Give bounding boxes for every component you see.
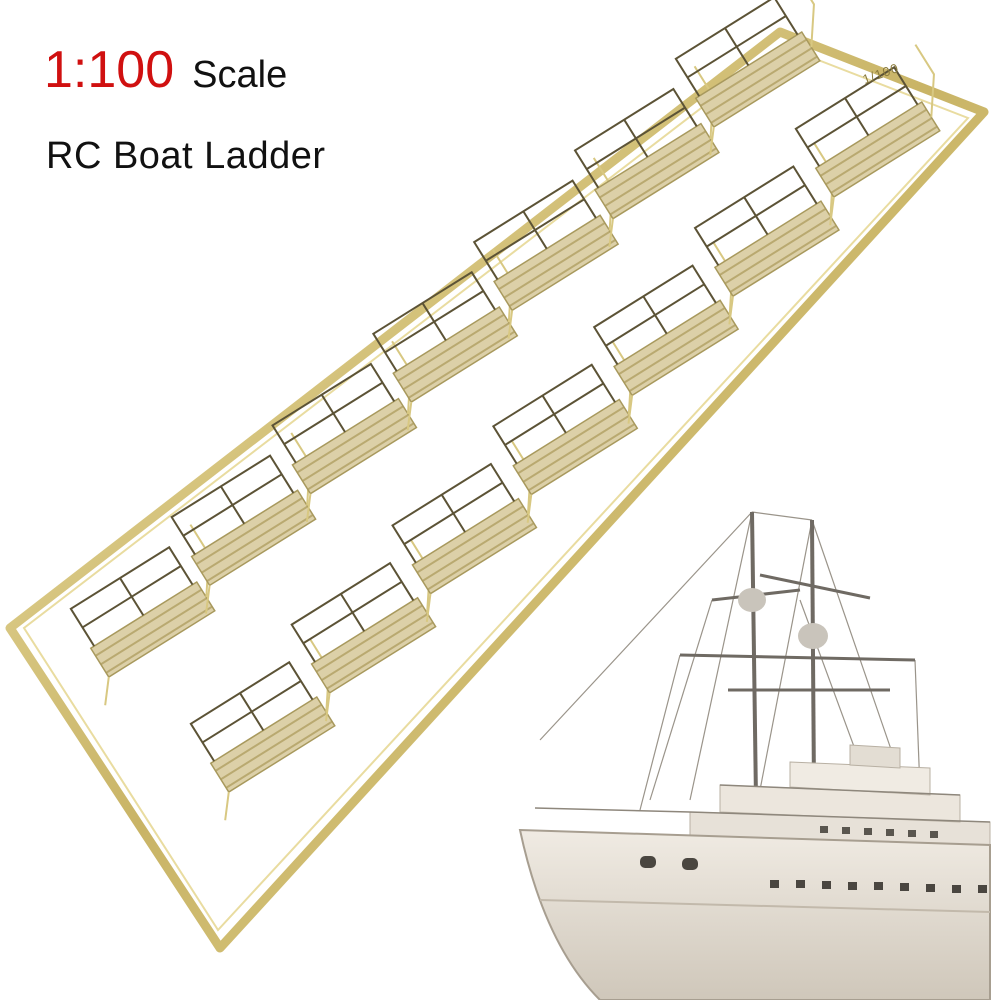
scale-label: Scale xyxy=(192,54,288,96)
ladder-part xyxy=(371,249,519,431)
ladder-part xyxy=(674,0,821,156)
scale-heading: 1:100 Scale xyxy=(44,40,287,100)
ladder-part xyxy=(170,432,317,614)
scale-value: 1:100 xyxy=(44,41,175,99)
ladder-group xyxy=(69,0,941,821)
photo-etch-fret xyxy=(5,27,989,953)
sailing-yacht-image xyxy=(518,511,991,1000)
ladder-part xyxy=(69,524,216,706)
ladder-part xyxy=(472,157,620,339)
ladder-part xyxy=(573,65,720,248)
product-title: RC Boat Ladder xyxy=(46,135,326,177)
ladder-part xyxy=(794,44,941,226)
ladder-part xyxy=(271,340,418,523)
